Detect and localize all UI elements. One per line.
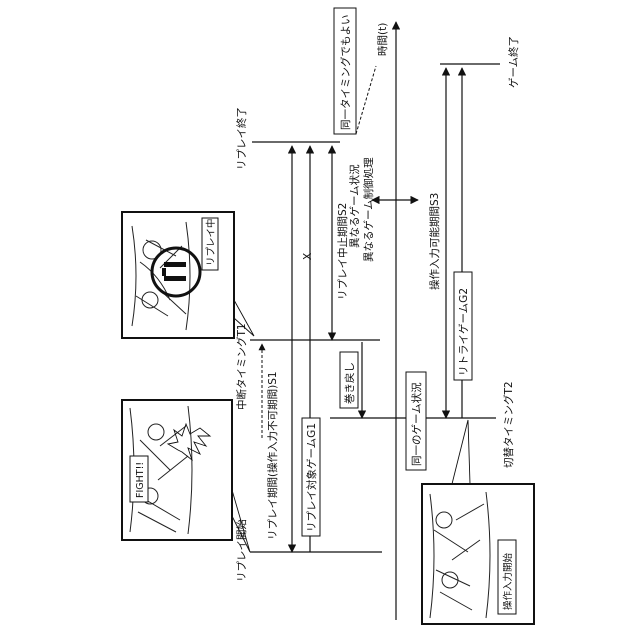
rewind-label: 巻き戻し — [343, 362, 356, 404]
x-mark: X — [302, 253, 314, 260]
same-timing-label: 同一タイミングでもよい — [339, 15, 352, 131]
retry-game-label: リトライゲームG2 — [458, 288, 470, 376]
replay-screen: リプレイ中 — [122, 212, 254, 338]
same-timing-leader — [356, 66, 376, 134]
different-state-line2: 異なるゲーム制御処理 — [362, 157, 375, 262]
replay-end-label: リプレイ終了 — [235, 107, 248, 170]
interrupt-label: 中断タイミングT1 — [235, 323, 248, 410]
stop-period-label: リプレイ中止期間S2 — [336, 203, 349, 300]
replay-game-label: リプレイ対象ゲームG1 — [305, 423, 318, 532]
input-start-screen: 操作入力開始 — [422, 420, 534, 624]
different-state-line1: 異なるゲーム状況 — [348, 164, 361, 248]
replay-period-label: リプレイ期間(操作入力不可期間)S1 — [266, 371, 279, 540]
fight-text: FIGHT!! — [135, 462, 146, 498]
input-period-label: 操作入力可能期間S3 — [428, 193, 441, 290]
game-end-label: ゲーム終了 — [507, 36, 520, 88]
input-start-text: 操作入力開始 — [502, 552, 514, 610]
same-state-label: 同一のゲーム状況 — [410, 382, 423, 466]
replay-badge-text: リプレイ中 — [205, 218, 217, 266]
time-axis-label: 時間(t) — [377, 23, 389, 56]
fight-screen: FIGHT!! — [122, 400, 250, 552]
switch-label: 切替タイミングT2 — [502, 381, 515, 468]
replay-start-label: リプレイ開始 — [235, 519, 248, 582]
